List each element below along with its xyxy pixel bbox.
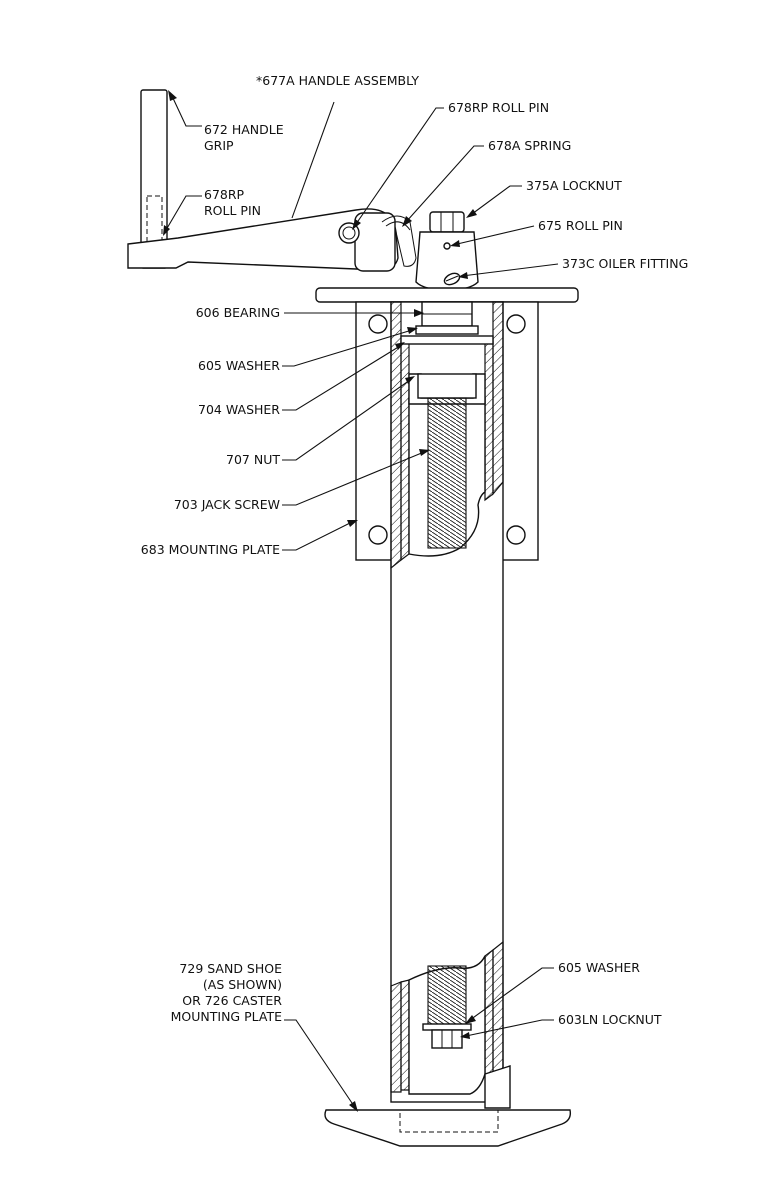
arrow-locknut-top <box>466 209 477 218</box>
leader-washer-605-top <box>282 329 413 367</box>
leader-nut-707 <box>282 379 411 461</box>
arrow-jack-screw <box>419 449 430 456</box>
arrow-roll-pin-left <box>163 225 170 236</box>
label-mounting-plate: 683 MOUNTING PLATE <box>141 542 280 557</box>
roll-pin-678rp-inner <box>342 226 356 240</box>
inner-tube-wall-right <box>484 341 494 502</box>
label-roll-pin-675: 675 ROLL PIN <box>538 218 623 233</box>
roll-pin-675 <box>443 242 451 250</box>
leader-roll-pin-675 <box>452 225 535 246</box>
leader-locknut-top <box>471 185 522 215</box>
washer-605-bottom <box>422 1023 472 1031</box>
part-labels: *677A HANDLE ASSEMBLY 672 HANDLE GRIP 67… <box>141 73 688 1027</box>
sand-shoe-hidden-boss <box>399 1109 499 1133</box>
foot-bracket <box>484 1065 511 1109</box>
arrow-nut-707 <box>405 376 415 384</box>
spring-678a <box>381 215 417 267</box>
washer-605-top <box>415 325 479 335</box>
label-spring: 678A SPRING <box>488 138 571 153</box>
label-locknut-bottom: 603LN LOCKNUT <box>558 1012 662 1027</box>
arrow-oiler <box>458 272 468 279</box>
nut-707-body <box>417 373 477 399</box>
leader-handle-assembly <box>291 101 335 219</box>
label-washer-605-bottom: 605 WASHER <box>558 960 640 975</box>
mounting-hole <box>506 525 526 545</box>
label-handle-assembly: *677A HANDLE ASSEMBLY <box>256 73 419 88</box>
arrow-mounting-plate <box>347 520 358 527</box>
label-sand-shoe-2: (AS SHOWN) <box>203 977 282 992</box>
arrow-spring <box>402 216 412 227</box>
jack-body <box>315 287 579 1147</box>
arrow-bearing <box>414 309 424 317</box>
handle-roll-pin-hidden <box>146 195 163 269</box>
label-oiler: 373C OILER FITTING <box>562 256 688 271</box>
mounting-hole <box>368 525 388 545</box>
arrow-roll-pin-top <box>352 219 361 230</box>
leader-handle-grip <box>171 95 202 127</box>
label-sand-shoe-4: MOUNTING PLATE <box>171 1009 282 1024</box>
label-sand-shoe-3: OR 726 CASTER <box>182 993 282 1008</box>
locknut-375a <box>429 211 465 233</box>
top-plate <box>315 287 579 303</box>
label-bearing: 606 BEARING <box>196 305 280 320</box>
leader-roll-pin-top <box>355 107 444 225</box>
arrow-handle-grip <box>168 90 177 101</box>
leader-sand-shoe <box>284 1019 355 1107</box>
arrow-washer-704 <box>395 342 405 350</box>
leader-washer-605-bottom <box>469 967 554 1021</box>
label-roll-pin-left-1: 678RP <box>204 187 245 202</box>
inner-tube-wall-left-lower <box>400 979 410 1091</box>
leader-oiler <box>461 263 559 277</box>
oiler-fitting-bore <box>445 275 459 282</box>
outer-tube-wall-left-lower <box>390 981 402 1093</box>
inner-tube-wall-left <box>400 341 410 562</box>
washer-704 <box>400 335 494 345</box>
outer-tube-wall-right <box>492 301 504 496</box>
label-nut-707: 707 NUT <box>226 452 280 467</box>
locknut-603ln <box>431 1029 463 1049</box>
label-washer-704: 704 WASHER <box>198 402 280 417</box>
spring-678a-coil <box>385 221 411 231</box>
leader-spring <box>405 145 484 223</box>
label-locknut-top: 375A LOCKNUT <box>526 178 622 193</box>
leader-lines <box>163 90 559 1112</box>
label-sand-shoe-1: 729 SAND SHOE <box>179 961 282 976</box>
handle-assembly <box>127 89 479 291</box>
jack-screw-703-upper <box>427 397 467 549</box>
mounting-hole <box>506 314 526 334</box>
arrow-sand-shoe <box>349 1101 358 1112</box>
leader-locknut-bottom <box>465 1019 554 1037</box>
arrow-roll-pin-675 <box>450 240 460 247</box>
outer-tube-wall-left <box>390 301 402 570</box>
label-handle-grip-1: 672 HANDLE <box>204 122 284 137</box>
label-washer-605-top: 605 WASHER <box>198 358 280 373</box>
leader-washer-704 <box>282 345 401 411</box>
mounting-hole <box>368 314 388 334</box>
label-handle-grip-2: GRIP <box>204 138 234 153</box>
label-jack-screw: 703 JACK SCREW <box>174 497 280 512</box>
arrow-washer-605-bottom <box>465 1015 476 1024</box>
arrow-locknut-bottom <box>460 1032 470 1039</box>
handle-hub <box>354 212 396 272</box>
leader-jack-screw <box>282 451 425 506</box>
label-roll-pin-top: 678RP ROLL PIN <box>448 100 549 115</box>
label-roll-pin-left-2: ROLL PIN <box>204 203 261 218</box>
inner-tube-wall-right-lower <box>484 948 494 1075</box>
leader-mounting-plate <box>282 521 353 551</box>
sand-shoe-729 <box>324 1109 572 1147</box>
leader-roll-pin-left <box>165 195 202 231</box>
arrow-washer-605-top <box>407 327 418 334</box>
jack-screw-703-lower <box>427 965 467 1025</box>
